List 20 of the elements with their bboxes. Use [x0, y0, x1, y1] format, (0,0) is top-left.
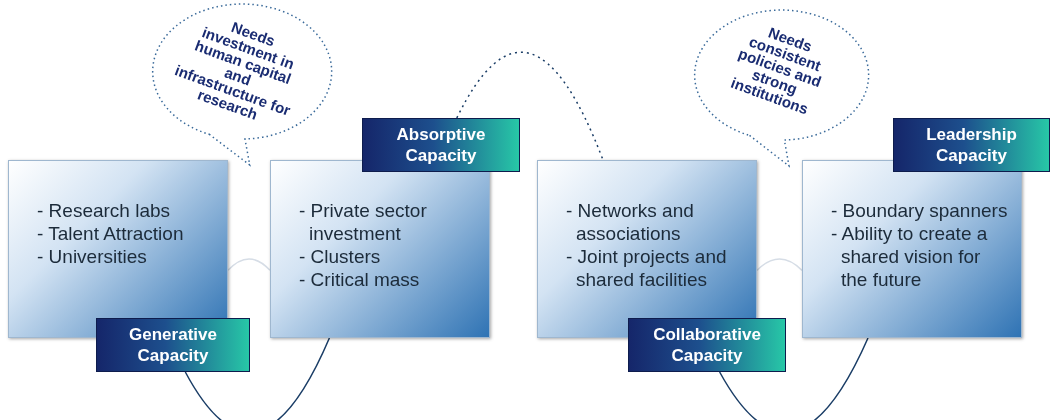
bullet-item: - Universities [37, 245, 148, 268]
bullet-item: - Clusters [299, 245, 382, 268]
content-box [8, 160, 228, 338]
bullet-item: - Critical mass [299, 268, 421, 291]
connector-arc [756, 258, 803, 272]
capacity-label: Leadership Capacity [893, 118, 1050, 172]
connector-arc [227, 258, 271, 272]
bullet-item: - Private sector investment [299, 199, 428, 245]
capacity-label: Collaborative Capacity [628, 318, 786, 372]
bullet-item: - Networks and associations [566, 199, 695, 245]
bullet-item: - Ability to create a shared vision for the future [831, 222, 989, 291]
capacity-label: Absorptive Capacity [362, 118, 520, 172]
dotted-arc [456, 51, 604, 161]
bullet-item: - Research labs [37, 199, 172, 222]
capacity-label: Generative Capacity [96, 318, 250, 372]
bullet-item: - Boundary spanners [831, 199, 1009, 222]
connector-arc [184, 337, 331, 420]
connector-arc [718, 337, 869, 420]
bullet-item: - Joint projects and shared facilities [566, 245, 728, 291]
bullet-item: - Talent Attraction [37, 222, 185, 245]
